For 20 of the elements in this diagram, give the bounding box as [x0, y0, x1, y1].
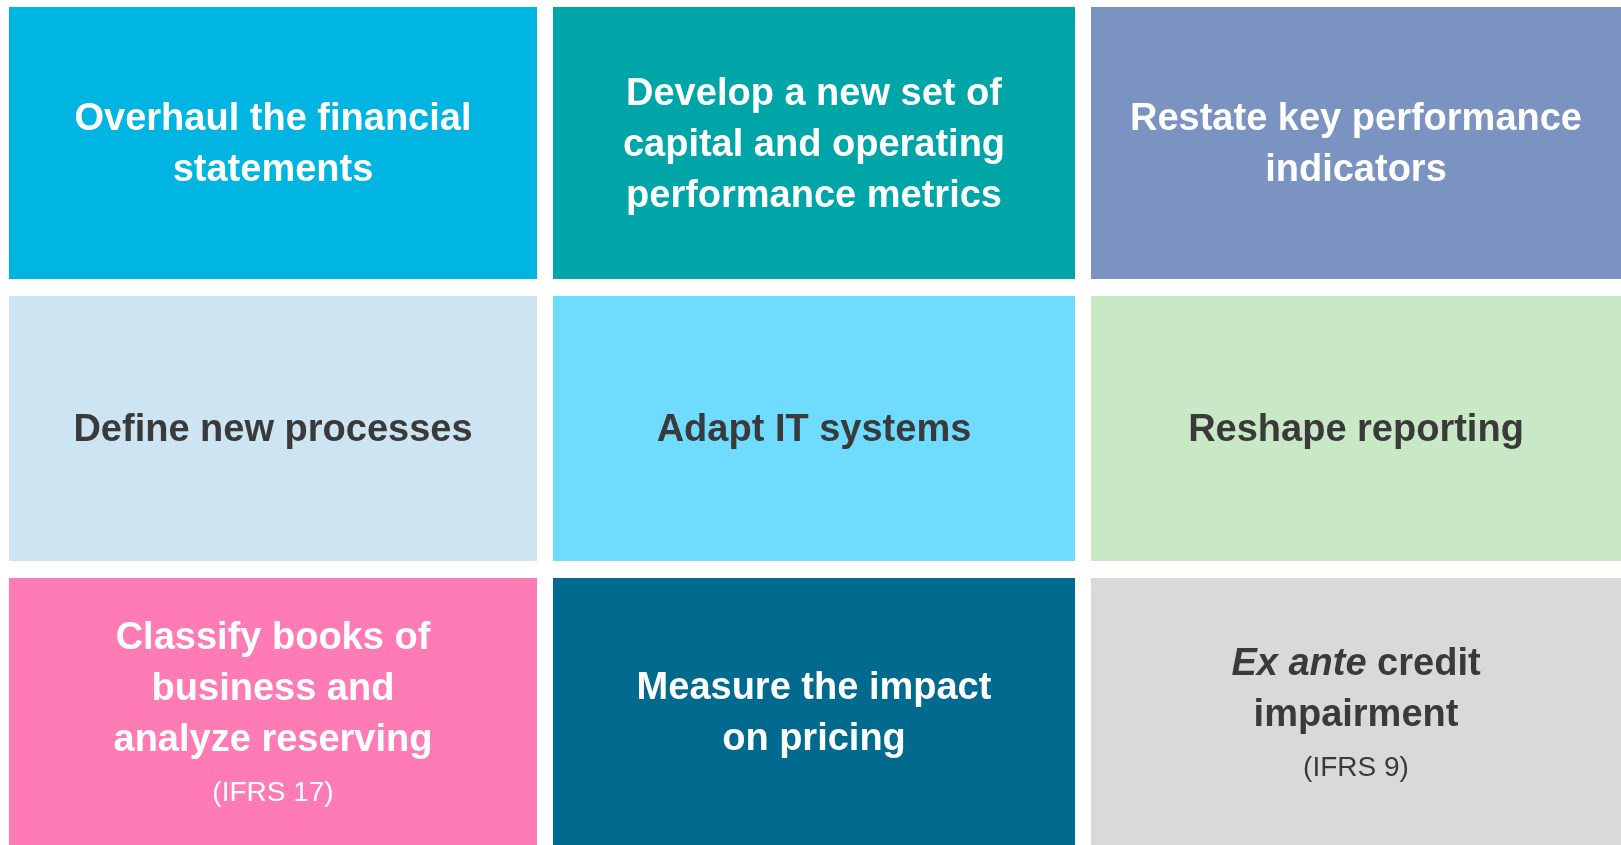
tile-title: Develop a new set of capital and operating performance metrics: [621, 69, 1007, 217]
tile-title: Reshape reporting: [1188, 406, 1524, 451]
tile: [1091, 7, 1621, 279]
tile-title: Measure the impact on pricing: [635, 663, 993, 760]
tile-title: Overhaul the financial statements: [73, 95, 473, 191]
tile-title: Ex ante credit impairment: [1230, 639, 1482, 736]
tile: [553, 296, 1075, 561]
standard-reference: (IFRS 9): [1303, 749, 1409, 784]
tile-title: Classify books of business and analyze reserving: [112, 614, 434, 761]
tile-title: Adapt IT systems: [656, 406, 972, 451]
tile: [553, 7, 1075, 279]
tile-title: Restate key performance indicators: [1129, 95, 1583, 191]
tile: [1091, 578, 1621, 845]
tile: [1091, 296, 1621, 561]
tile-title: Define new processes: [73, 406, 473, 451]
standard-reference: (IFRS 17): [212, 775, 334, 809]
tile: [9, 296, 537, 561]
tile: [9, 7, 537, 279]
tile: [9, 578, 537, 845]
tile: [553, 578, 1075, 845]
